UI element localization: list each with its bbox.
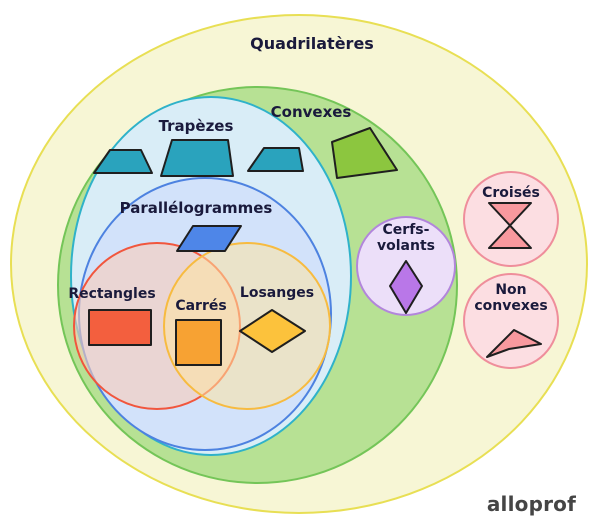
- rectangles-label: Rectangles: [68, 286, 156, 302]
- quadrilateres-label: Quadrilatères: [250, 34, 374, 53]
- carres-label: Carrés: [175, 298, 227, 314]
- trapezes-label: Trapèzes: [158, 117, 234, 135]
- convexes-label: Convexes: [270, 103, 352, 121]
- losanges-label: Losanges: [239, 285, 315, 301]
- cerfs-volants-label: Cerfs- volants: [377, 222, 435, 255]
- non-convexes-label: Non convexes: [474, 282, 548, 315]
- alloprof-logo: alloprof: [486, 492, 576, 516]
- croises-label: Croisés: [482, 185, 540, 201]
- set-losanges-circle: [163, 242, 331, 410]
- parallelogrammes-label: Parallélogrammes: [119, 199, 273, 217]
